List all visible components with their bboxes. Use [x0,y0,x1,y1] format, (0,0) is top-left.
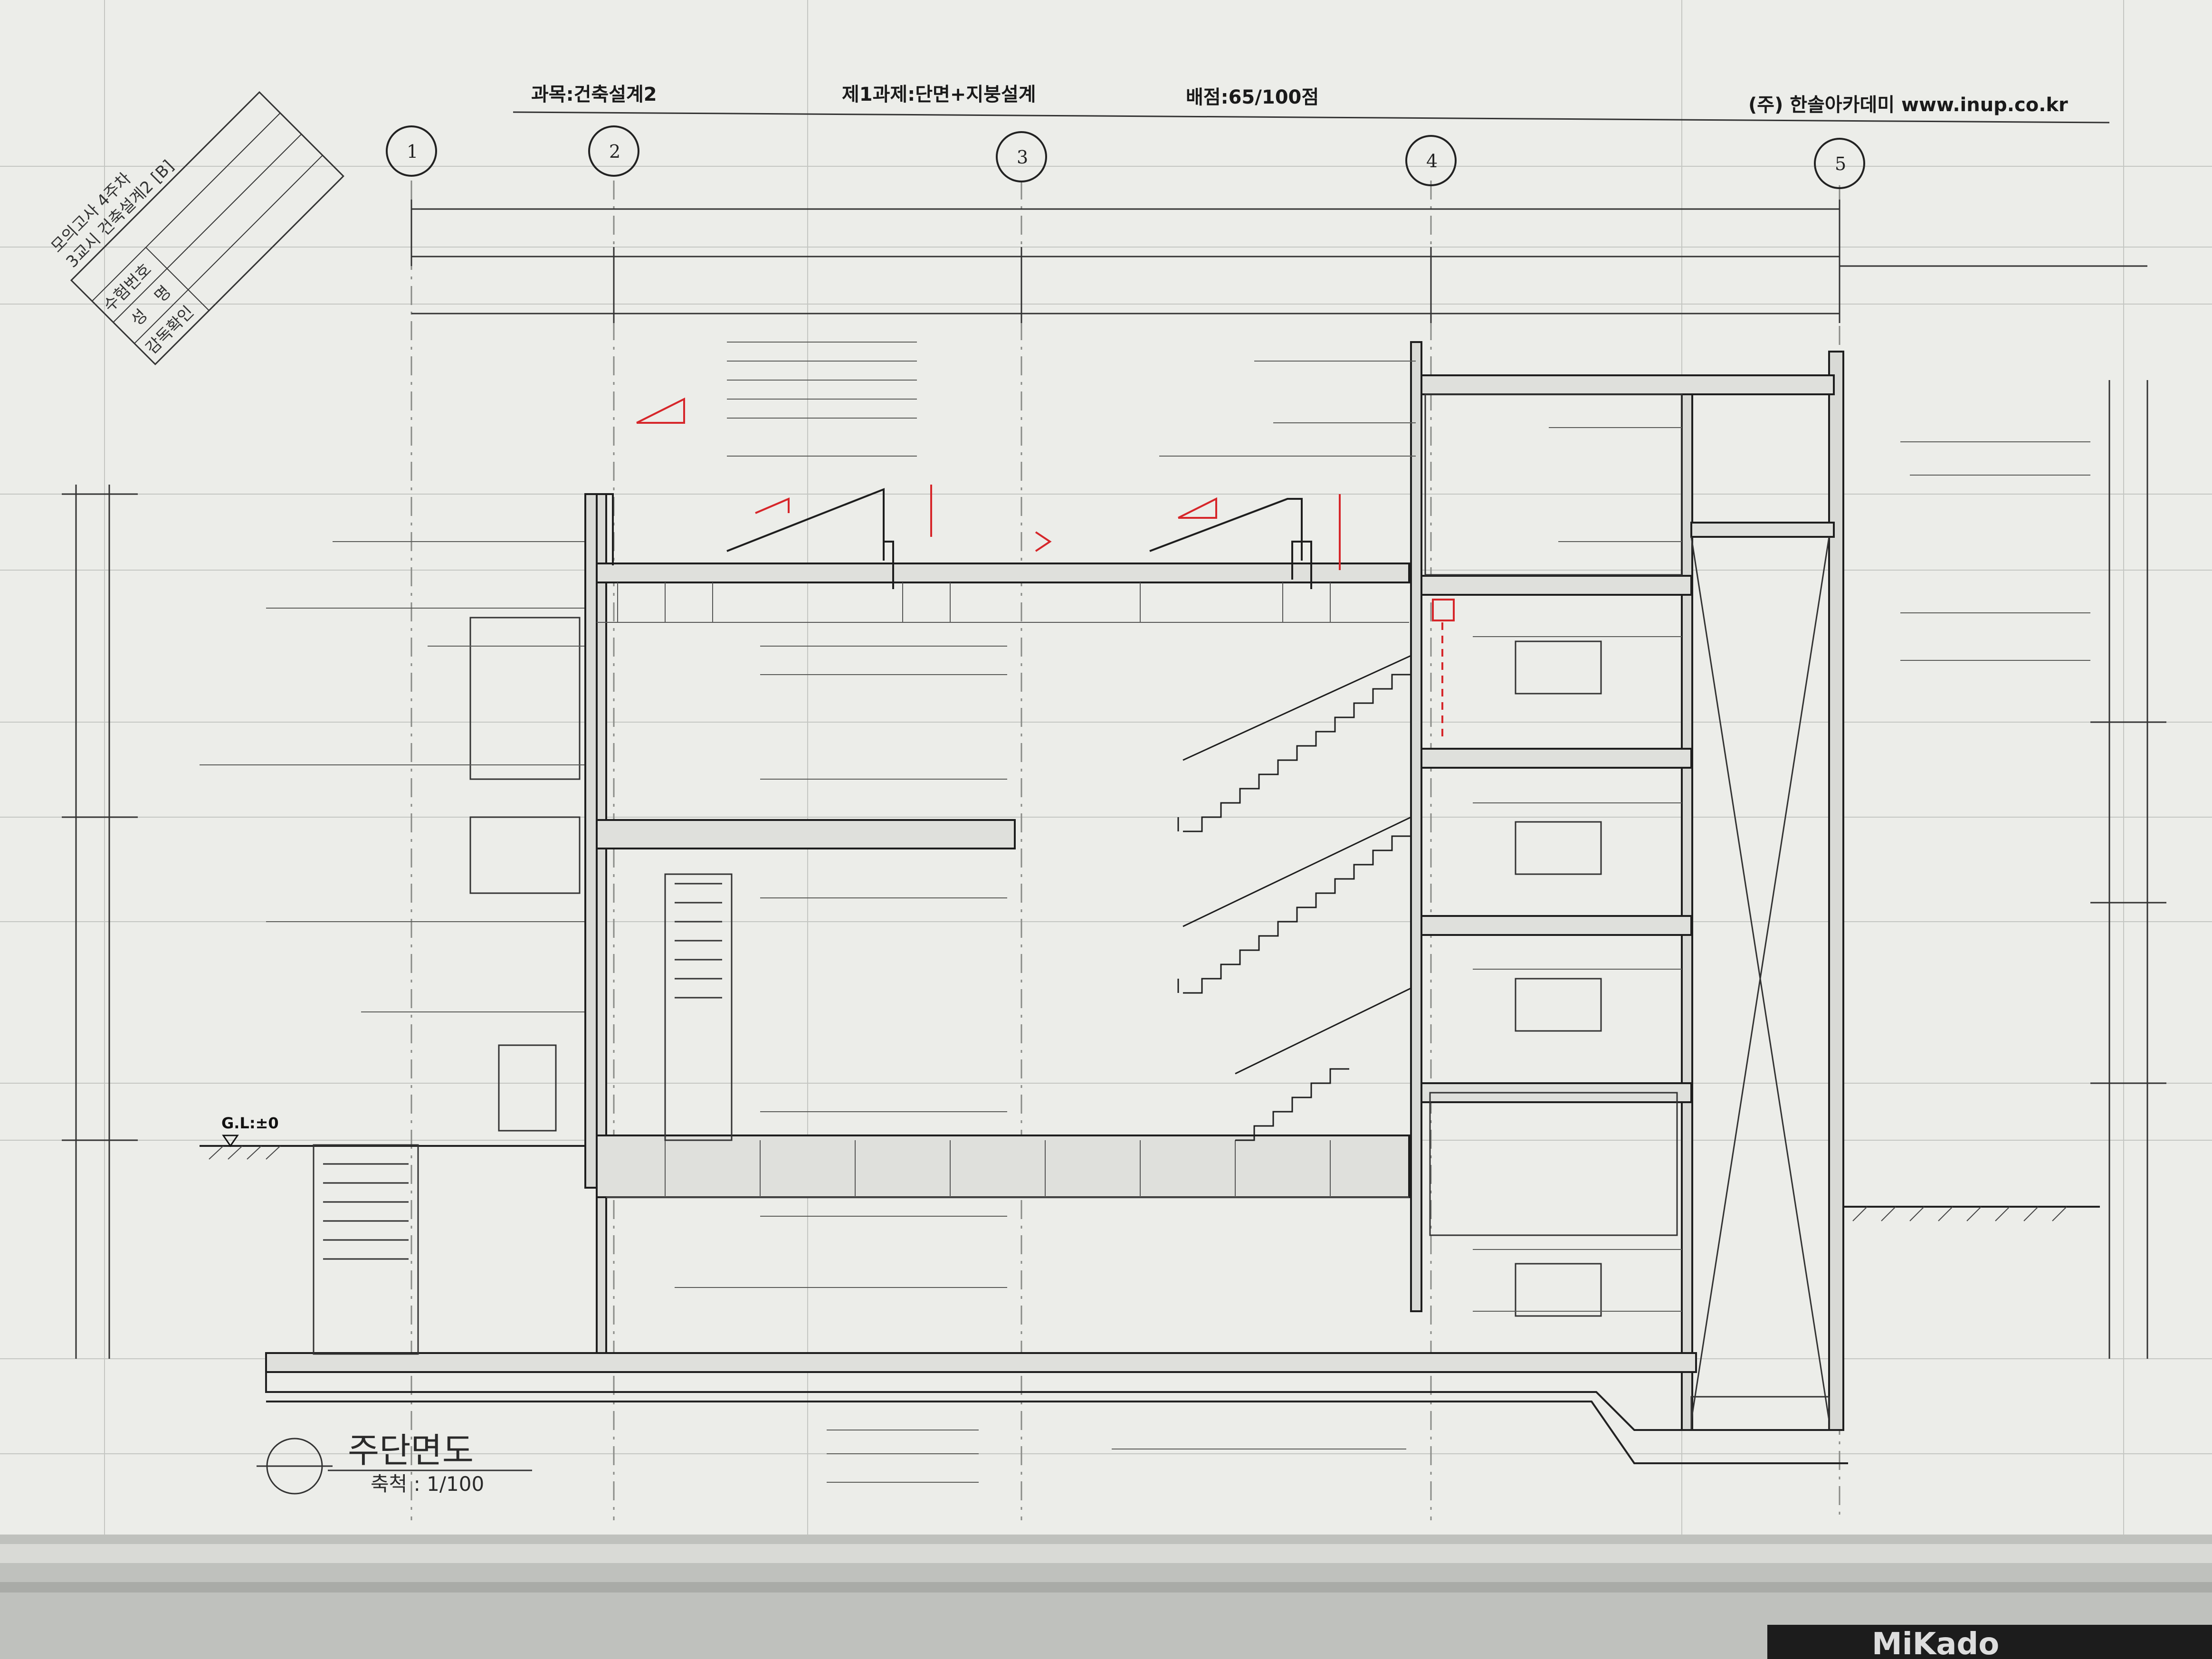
publisher-label: (주) 한솔아카데미 www.inup.co.kr [1748,94,2068,116]
left-facade [313,617,733,1355]
sheet-header: 과목:건축설계2 제1과제:단면+지붕설계 배점:65/100점 (주) 한솔아… [513,84,2110,124]
dimension-lines-vertical [62,380,2166,1359]
grid-label-3: 3 [1017,147,1028,168]
grid-label-1: 1 [407,141,418,162]
drawing-title-block: 주단면도 축척 : 1/100 [257,1430,532,1496]
grid-label-2: 2 [609,141,620,162]
grid-label-4: 4 [1426,151,1438,172]
grid-bubbles [386,125,1865,189]
staircase [1177,655,1411,1141]
subject-label: 과목:건축설계2 [531,84,657,105]
paper [0,0,2212,1535]
score-label: 배점:65/100점 [1186,86,1319,108]
dimension-lines-top [410,200,2147,323]
task-label: 제1과제:단면+지붕설계 [842,84,1036,105]
scale-label: 축척 : 1/100 [371,1472,484,1496]
brand-strip [1767,1625,2212,1659]
red-markup [636,397,1455,741]
earth-hatch [209,1145,2067,1221]
ground-level-label: G.L:±0 [221,1114,279,1132]
brand-text: MiKado [1872,1627,1999,1659]
roof [596,488,1312,589]
drawing-title: 주단면도 [348,1430,474,1470]
grid-label-5: 5 [1835,153,1846,174]
ground-level-marker [222,1135,239,1147]
ground-line [200,1145,2100,1208]
beam-lines [597,582,1409,1198]
annotation-leaders [200,342,2090,1483]
basement-outline [265,1372,1848,1464]
tower-rooms [1424,393,1830,1431]
